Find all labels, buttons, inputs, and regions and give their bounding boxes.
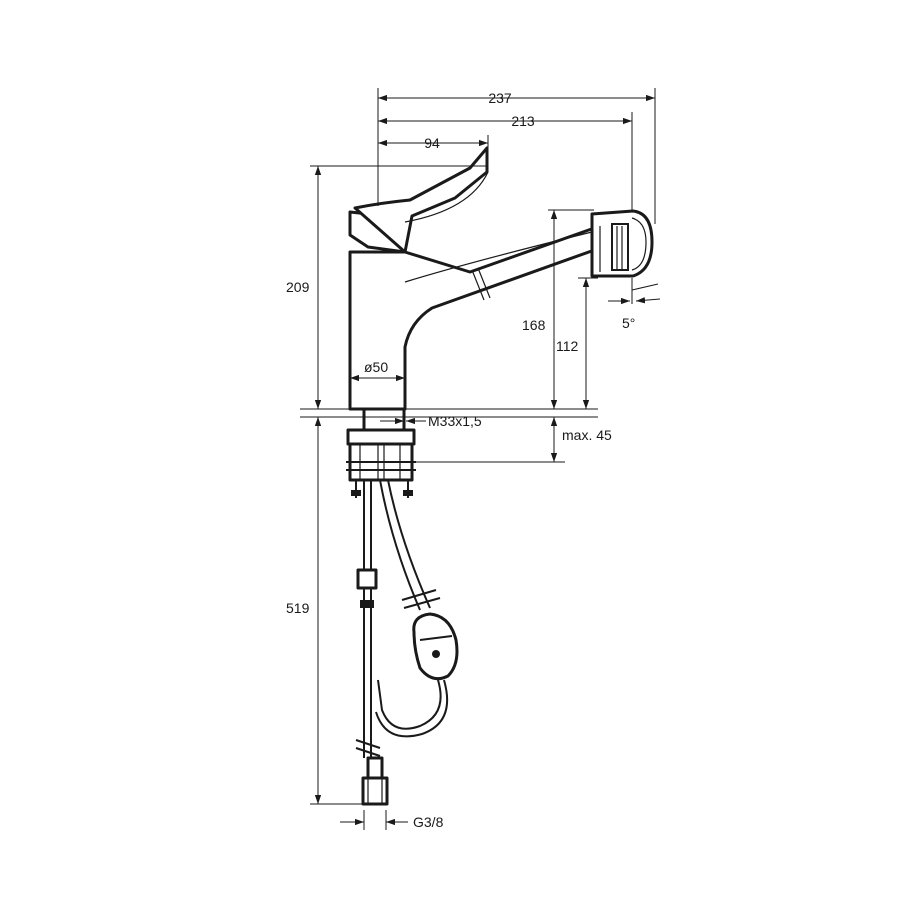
supply-hose xyxy=(355,480,389,806)
label-total-height: 209 xyxy=(286,279,310,295)
dimension-labels: 237 213 94 209 168 112 5° ø50 M33x1,5 ma… xyxy=(286,90,635,830)
dimension-lines xyxy=(314,94,661,830)
label-spout-reach: 213 xyxy=(511,113,535,129)
label-base-diameter: ø50 xyxy=(364,359,388,375)
label-lever-offset: 94 xyxy=(424,135,440,151)
label-outlet-height: 168 xyxy=(522,317,546,333)
label-hose-length: 519 xyxy=(286,600,310,616)
label-thread: M33x1,5 xyxy=(428,413,482,429)
label-spray-angle: 5° xyxy=(622,315,635,331)
mounting-hardware xyxy=(346,407,416,498)
pullout-hose xyxy=(375,479,459,738)
label-outlet-clearance: 112 xyxy=(556,338,579,354)
label-connection: G3/8 xyxy=(413,814,444,830)
label-overall-reach: 237 xyxy=(488,90,512,106)
label-deck-thickness: max. 45 xyxy=(562,427,612,443)
spray-head xyxy=(590,209,654,278)
